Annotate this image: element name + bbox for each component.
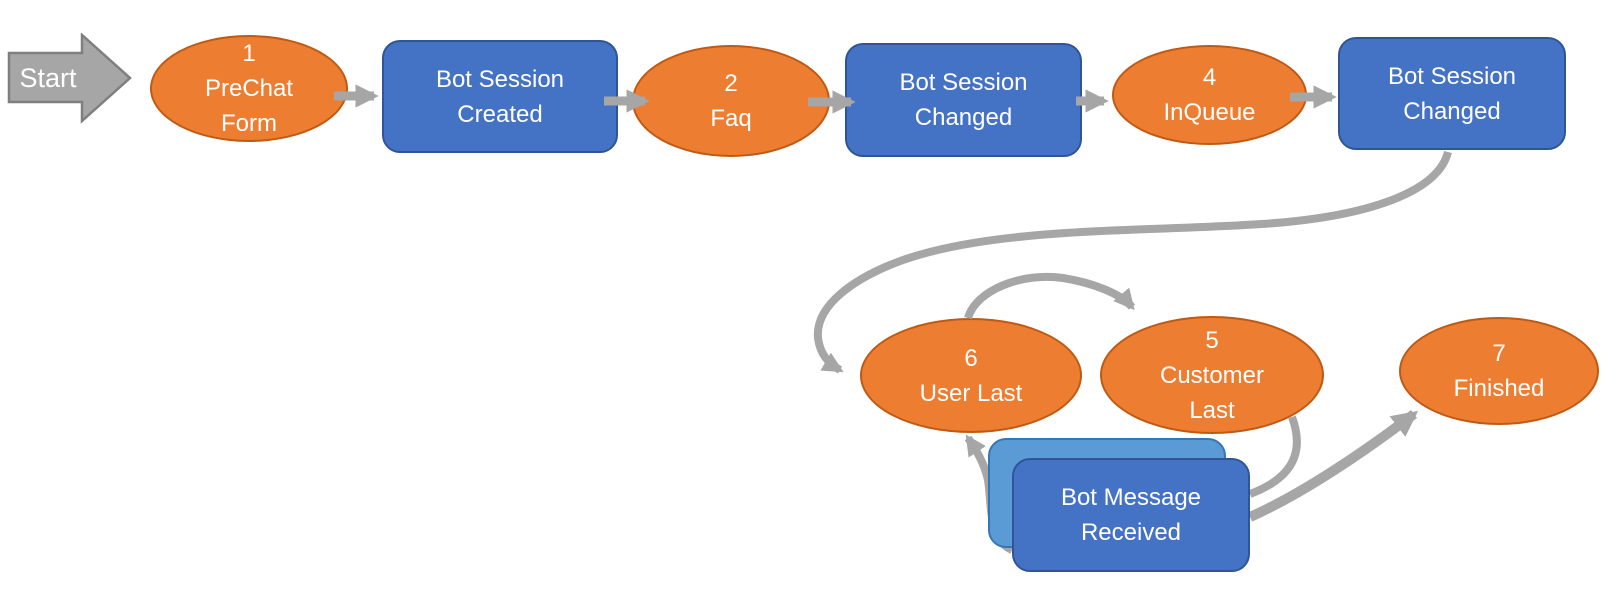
node-user-last: 6 User Last: [860, 318, 1082, 433]
node-label: 2 Faq: [710, 70, 752, 132]
start-label: Start: [19, 62, 77, 93]
node-label: 6 User Last: [919, 344, 1023, 407]
node-label: 5 Customer Last: [1159, 326, 1265, 424]
node-label: 1 PreChat Form: [204, 40, 294, 137]
node-bot-session-created: Bot Session Created: [382, 40, 618, 153]
node-inqueue: 4 InQueue: [1112, 45, 1307, 145]
node-prechat-form: 1 PreChat Form: [150, 35, 348, 142]
node-customer-last: 5 Customer Last: [1100, 316, 1324, 434]
node-label: 7 Finished: [1453, 340, 1545, 402]
node-label: Bot Message Received: [1060, 484, 1202, 546]
node-bot-session-changed-1: Bot Session Changed: [845, 43, 1082, 157]
node-finished: 7 Finished: [1399, 317, 1599, 425]
node-label: Bot Session Changed: [1387, 62, 1517, 125]
node-bot-message-received: Bot Message Received: [1012, 458, 1250, 572]
node-bot-session-changed-2: Bot Session Changed: [1338, 37, 1566, 150]
start-arrow-icon: [7, 33, 132, 124]
node-label: 4 InQueue: [1163, 64, 1256, 126]
node-faq: 2 Faq: [632, 45, 830, 157]
node-label: Bot Session Changed: [899, 69, 1028, 131]
edge-bot-message-received-to-finished: [1247, 410, 1419, 522]
edge-user-last-to-customer-last: [964, 272, 1136, 320]
node-label: Bot Session Created: [435, 65, 565, 128]
start-arrow-shape: [7, 33, 132, 124]
